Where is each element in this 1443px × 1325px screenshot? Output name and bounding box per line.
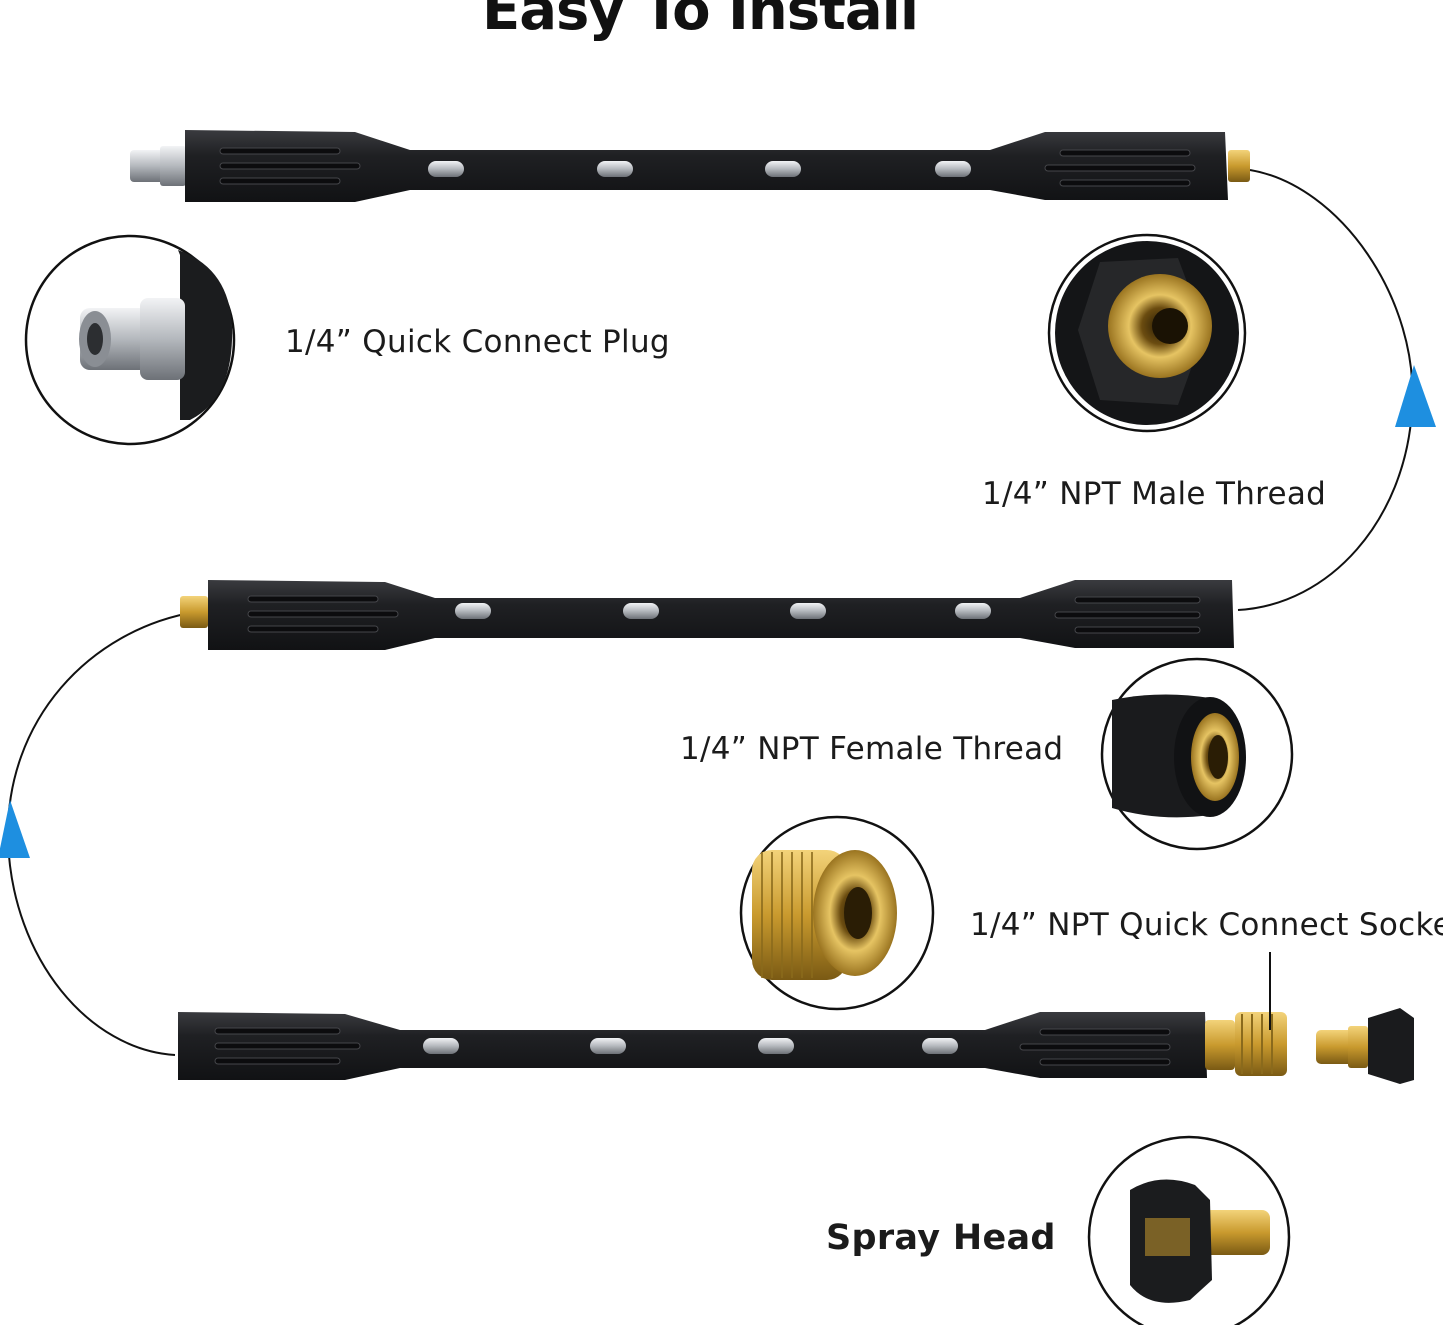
plug-detail-circle — [24, 234, 236, 446]
connector-line-left — [6, 611, 196, 1056]
label-quick-connect-plug: 1/4” Quick Connect Plug — [285, 324, 670, 360]
label-quick-connect-socket: 1/4” NPT Quick Connect Socke — [970, 907, 1443, 943]
label-npt-male-thread: 1/4” NPT Male Thread — [982, 476, 1327, 512]
page-title: Easy To Install — [481, 0, 919, 43]
wand-middle — [180, 580, 1234, 650]
label-spray-head: Spray Head — [826, 1218, 1056, 1258]
male-thread-detail-circle — [1047, 233, 1247, 433]
female-thread-detail-circle — [1100, 657, 1294, 851]
npt-male-thread-tip — [1228, 150, 1250, 182]
socket-detail-circle — [739, 815, 935, 1011]
wand-top — [130, 130, 1250, 202]
spray-head-nozzle — [1316, 1008, 1414, 1084]
direction-arrow-left — [0, 800, 30, 858]
spray-head-detail-circle — [1087, 1135, 1291, 1325]
direction-arrow-right — [1395, 365, 1436, 427]
quick-connect-socket — [1205, 1012, 1287, 1076]
wand-bottom — [178, 952, 1414, 1084]
connector-line-right — [1237, 169, 1414, 611]
label-npt-female-thread: 1/4” NPT Female Thread — [680, 731, 1064, 767]
